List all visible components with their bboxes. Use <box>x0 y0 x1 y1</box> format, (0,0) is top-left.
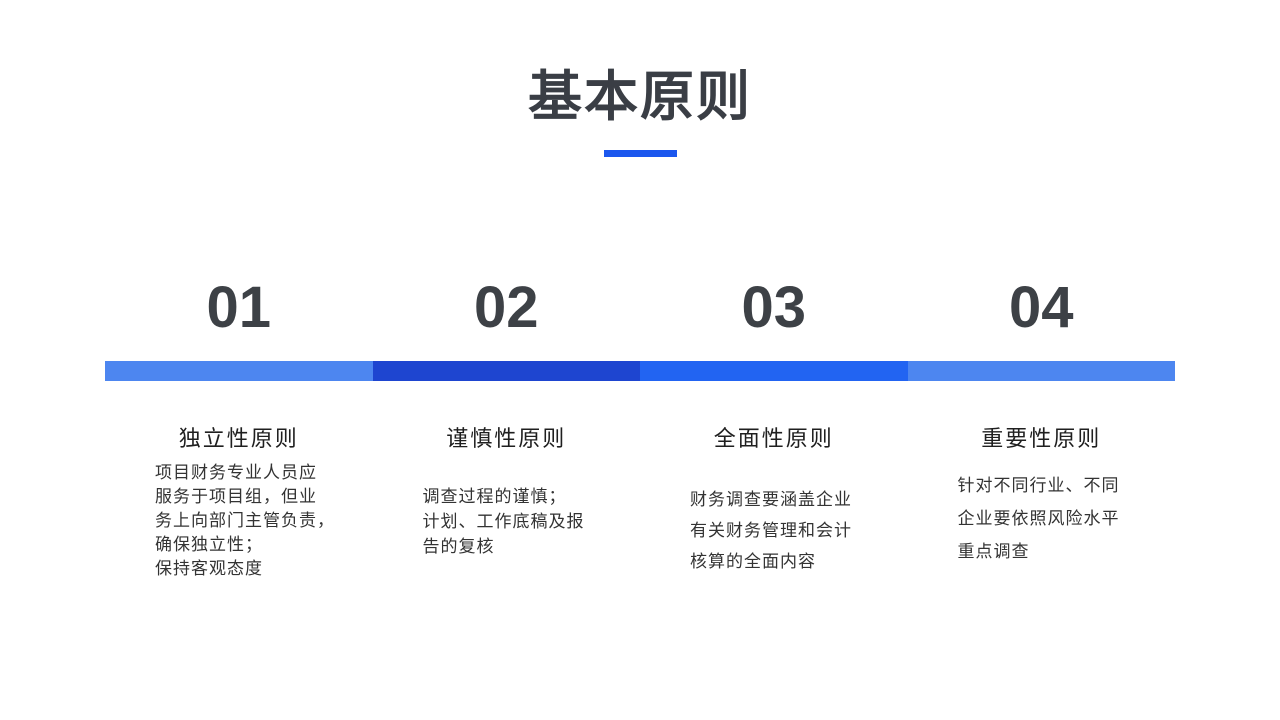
bar-segment-2 <box>372 361 640 381</box>
principle-number: 04 <box>1008 275 1074 340</box>
principle-heading: 全面性原则 <box>713 427 834 452</box>
principle-heading: 谨慎性原则 <box>446 427 567 452</box>
title-underline-bar <box>604 150 677 157</box>
principle-number: 02 <box>473 275 539 340</box>
principle-column-3: 03 全面性原则 财务调查要涵盖企业 有关财务管理和会计 核算的全面内容 <box>640 276 908 581</box>
bar-segment-4 <box>907 361 1175 381</box>
principle-number: 01 <box>206 275 271 340</box>
principle-column-1: 01 独立性原则 项目财务专业人员应 服务于项目组，但业 务上向部门主管负责， … <box>105 276 373 581</box>
principle-description: 调查过程的谨慎； 计划、工作底稿及报 告的复核 <box>422 487 585 557</box>
principle-description: 项目财务专业人员应 服务于项目组，但业 务上向部门主管负责， 确保独立性； 保持… <box>155 463 335 579</box>
principle-description: 财务调查要涵盖企业 有关财务管理和会计 核算的全面内容 <box>690 490 852 572</box>
principle-number: 03 <box>741 275 806 340</box>
principles-row: 01 独立性原则 项目财务专业人员应 服务于项目组，但业 务上向部门主管负责， … <box>105 276 1175 581</box>
principle-column-2: 02 谨慎性原则 调查过程的谨慎； 计划、工作底稿及报 告的复核 <box>372 275 640 581</box>
bar-segment-1 <box>105 361 373 381</box>
principle-heading: 重要性原则 <box>981 427 1102 452</box>
principle-description: 针对不同行业、不同 企业要依照风险水平 重点调查 <box>957 476 1120 562</box>
principle-column-4: 04 重要性原则 针对不同行业、不同 企业要依照风险水平 重点调查 <box>907 275 1175 581</box>
page-title: 基本原则 <box>528 67 752 127</box>
bar-segment-3 <box>640 361 908 381</box>
principle-heading: 独立性原则 <box>178 427 299 452</box>
